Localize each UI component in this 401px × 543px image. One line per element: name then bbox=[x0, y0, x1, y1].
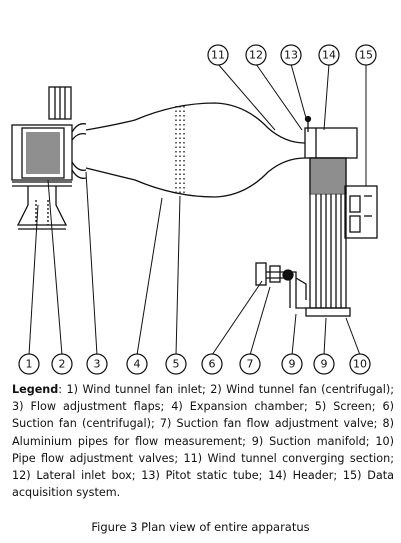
leader-lines bbox=[28, 63, 367, 356]
callout-15: 15 bbox=[359, 49, 373, 62]
legend-text: : 1) Wind tunnel fan inlet; 2) Wind tunn… bbox=[12, 383, 394, 500]
callout-12: 12 bbox=[249, 49, 263, 62]
callout-10: 10 bbox=[353, 358, 367, 371]
wind-tunnel-fan bbox=[11, 124, 73, 187]
data-acquisition-box bbox=[344, 185, 378, 239]
apparatus-diagram: 1 2 3 4 5 6 7 9 9 10 11 12 13 14 15 bbox=[11, 44, 378, 375]
figure-caption: Figure 3 Plan view of entire apparatus bbox=[91, 520, 310, 534]
pipe-bundle bbox=[305, 157, 351, 317]
pitot-tube bbox=[304, 115, 312, 132]
callout-4: 4 bbox=[134, 358, 141, 371]
legend: Legend: 1) Wind tunnel fan inlet; 2) Win… bbox=[12, 381, 394, 501]
callout-14: 14 bbox=[322, 49, 336, 62]
screen bbox=[175, 106, 185, 195]
legend-heading: Legend bbox=[12, 383, 59, 396]
callout-13: 13 bbox=[284, 49, 298, 62]
fan-inlet bbox=[16, 186, 68, 230]
callout-3: 3 bbox=[94, 358, 101, 371]
callout-11: 11 bbox=[211, 49, 225, 62]
suction-fan-assembly bbox=[255, 262, 307, 309]
callout-9a: 9 bbox=[289, 358, 296, 371]
lateral-inlet-box bbox=[304, 127, 358, 159]
callout-2: 2 bbox=[59, 358, 66, 371]
callout-5: 5 bbox=[173, 358, 180, 371]
flow-flaps bbox=[71, 123, 87, 179]
callout-9b: 9 bbox=[321, 358, 328, 371]
callout-1: 1 bbox=[26, 358, 33, 371]
callout-6: 6 bbox=[209, 358, 216, 371]
expansion-chamber bbox=[85, 102, 306, 198]
fan-motor bbox=[48, 86, 72, 120]
callout-7: 7 bbox=[247, 358, 254, 371]
